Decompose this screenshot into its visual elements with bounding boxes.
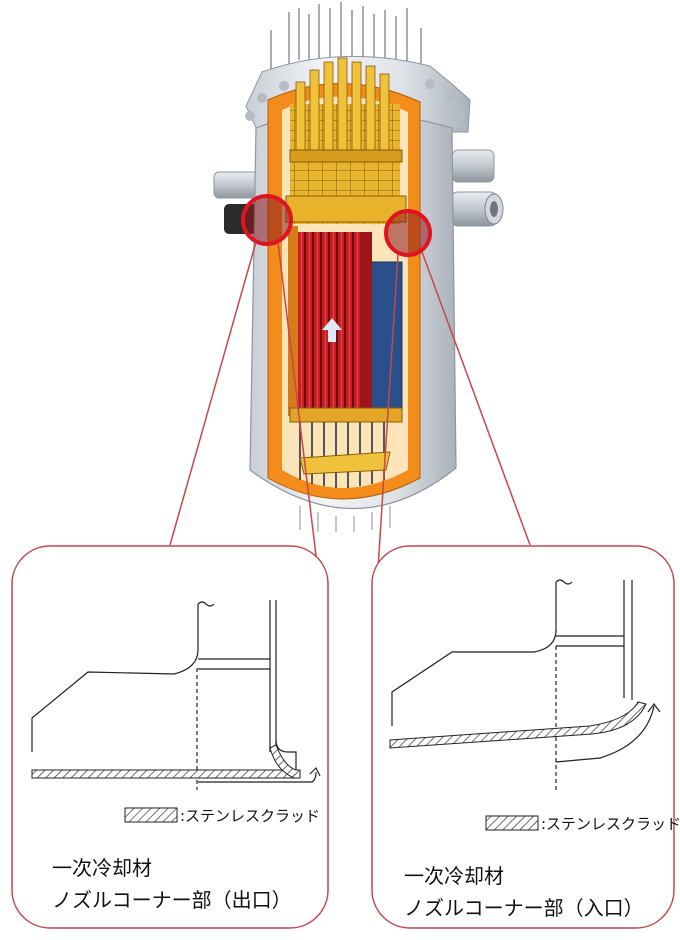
outlet-legend-label: :ステンレスクラッド [180, 807, 321, 825]
control-rod-drive-lines [270, 2, 422, 70]
outlet-nozzle-highlight-circle [241, 194, 293, 246]
outlet-detail-panel [11, 545, 329, 929]
flow-arrow [322, 318, 342, 342]
inlet-legend-label: :ステンレスクラッド [541, 815, 680, 833]
guide-tubes [295, 57, 390, 153]
head-bolts [245, 79, 465, 121]
inlet-clad-strip [389, 701, 647, 749]
lower-core-plate [289, 407, 403, 423]
outlet-clad-corner [269, 744, 301, 779]
outlet-title-line1: 一次冷却材 [52, 856, 152, 880]
bottom-instrument-lines [299, 506, 391, 532]
inlet-title-line1: 一次冷却材 [404, 864, 504, 888]
outlet-nozzle-drawing [31, 600, 321, 790]
baffle-blue [369, 261, 403, 413]
inlet-legend-swatch [485, 815, 539, 831]
inlet-title-line2: ノズルコーナー部（入口） [404, 896, 644, 920]
inlet-nozzle-highlight-circle [384, 209, 432, 257]
upper-support-plate [289, 149, 403, 163]
inlet-nozzle-drawing [391, 579, 661, 790]
outlet-title-line2: ノズルコーナー部（出口） [52, 888, 292, 912]
upper-core-plate [285, 195, 407, 223]
outlet-clad-strip [31, 769, 301, 779]
thermal-shield [360, 232, 372, 412]
outlet-legend-swatch [124, 807, 178, 823]
lower-diffuser [299, 451, 391, 475]
core-barrel-left [288, 226, 298, 416]
connector-lines [169, 241, 531, 601]
